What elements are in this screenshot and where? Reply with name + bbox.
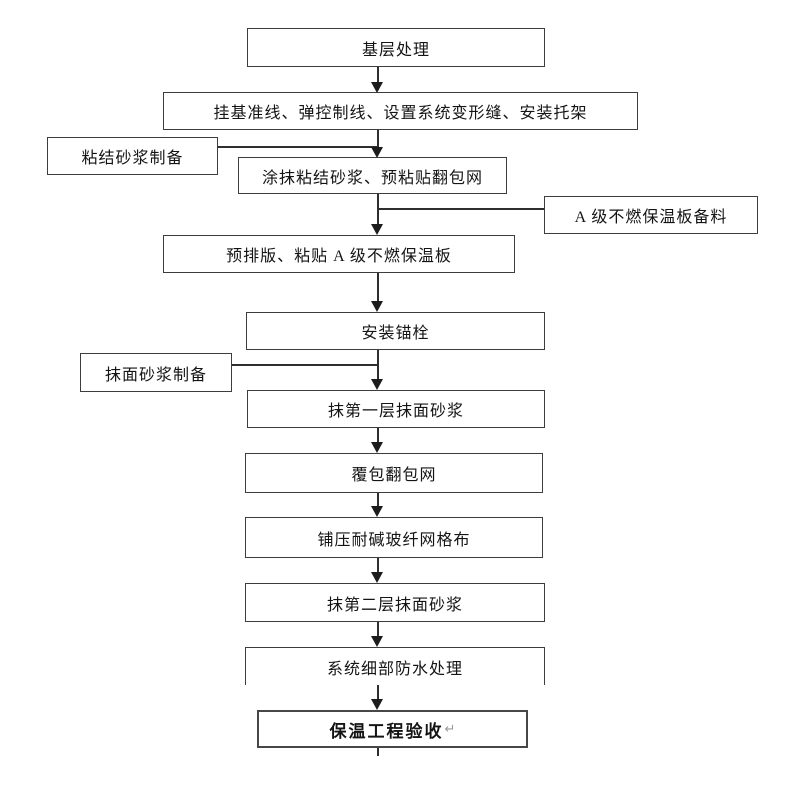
node-detail-waterproofing: 系统细部防水处理 [245, 647, 545, 685]
arrowhead-second-to-waterproof [371, 636, 383, 647]
connector-prelayout-to-anchors [377, 273, 379, 302]
arrowhead-first-to-wrap [371, 442, 383, 453]
arrowhead-layout-to-apply [371, 147, 383, 158]
arrowhead-apply-to-prelayout [371, 224, 383, 235]
connector-fiberglass-to-second [377, 558, 379, 573]
connector-bonding-prep-feed [218, 146, 378, 148]
node-base-treatment: 基层处理 [247, 28, 545, 67]
arrowhead-anchors-to-first [371, 379, 383, 390]
arrowhead-prelayout-to-anchors [371, 301, 383, 312]
node-acceptance: 保温工程验收↵ [257, 710, 528, 748]
connector-layout-to-apply [377, 130, 379, 147]
connector-face-prep-feed [232, 364, 378, 366]
connector-waterproof-to-acceptance [377, 685, 379, 700]
connector-first-to-wrap [377, 428, 379, 443]
arrowhead-base-to-layout [371, 82, 383, 93]
tick-below-acceptance [377, 748, 379, 756]
node-install-anchors: 安装锚栓 [246, 312, 545, 350]
node-prelayout-paste-board: 预排版、粘贴 A 级不燃保温板 [163, 235, 515, 273]
node-lay-fiberglass-mesh: 铺压耐碱玻纤网格布 [245, 517, 543, 558]
acceptance-label: 保温工程验收 [329, 721, 444, 741]
connector-anchors-to-first [377, 350, 379, 380]
connector-second-to-waterproof [377, 622, 379, 637]
node-board-material-prep: A 级不燃保温板备料 [544, 196, 758, 234]
connector-wrap-to-fiberglass [377, 493, 379, 507]
connector-board-prep-feed [377, 208, 544, 210]
node-bonding-mortar-prep: 粘结砂浆制备 [47, 137, 218, 175]
arrowhead-wrap-to-fiberglass [371, 506, 383, 517]
node-wrap-mesh: 覆包翻包网 [245, 453, 543, 493]
arrowhead-waterproof-to-acceptance [371, 699, 383, 710]
node-apply-bonding-mortar: 涂抹粘结砂浆、预粘贴翻包网 [238, 157, 507, 194]
node-second-face-mortar: 抹第二层抹面砂浆 [245, 583, 545, 622]
node-face-mortar-prep: 抹面砂浆制备 [80, 353, 232, 392]
arrowhead-fiberglass-to-second [371, 572, 383, 583]
node-first-face-mortar: 抹第一层抹面砂浆 [247, 390, 545, 428]
paragraph-return-icon: ↵ [444, 721, 456, 736]
connector-base-to-layout [377, 67, 379, 83]
node-layout-lines: 挂基准线、弹控制线、设置系统变形缝、安装托架 [163, 92, 638, 130]
